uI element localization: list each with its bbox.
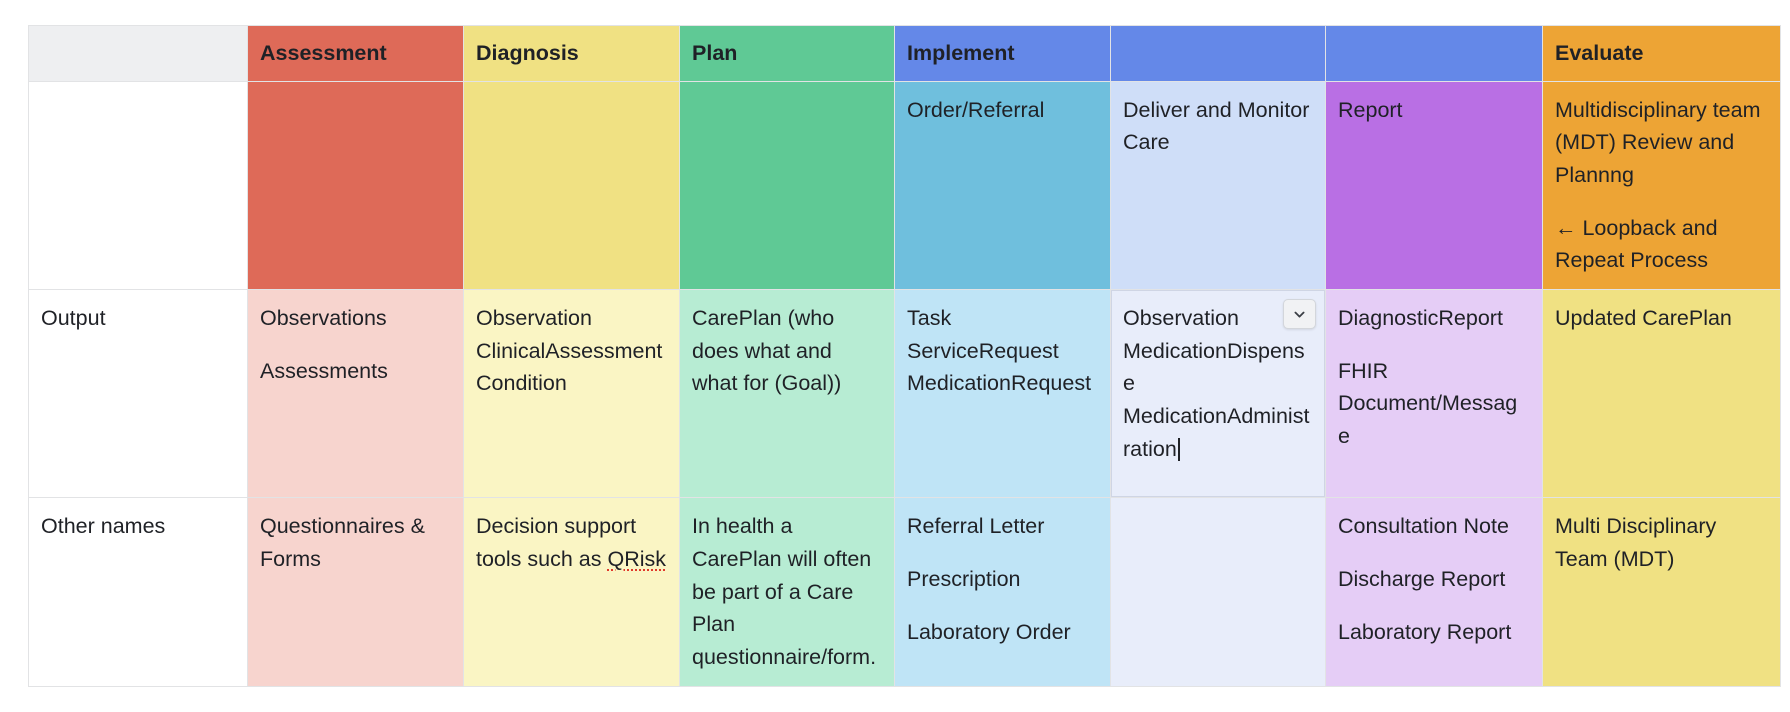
cell-content: In health a CarePlan will often be part … (692, 510, 881, 673)
phase-band-row: Order/Referral Deliver and Monitor Care Re… (28, 80, 1781, 291)
column-header-label: Evaluate (1555, 41, 1644, 65)
phase-band-cell-assessment[interactable] (247, 80, 464, 291)
cell-diagnosis[interactable]: Observation ClinicalAssessment Condition (463, 289, 680, 499)
phase-band-cell-implement[interactable]: Order/Referral (894, 80, 1111, 291)
cell-paragraph: Assessments (260, 358, 388, 383)
cell-paragraph: Updated CarePlan (1555, 306, 1732, 331)
cell-diagnosis[interactable]: Decision support tools such as QRisk (463, 497, 680, 687)
cell-content: Order/Referral (907, 94, 1097, 127)
cell-content: Multidisciplinary team (MDT) Review and … (1555, 94, 1767, 277)
cell-content: Observation MedicationDispense Medicatio… (1123, 299, 1316, 465)
cell-paragraph: CarePlan (who does what and what for (Go… (692, 306, 842, 396)
cell-deliver[interactable] (1110, 497, 1326, 687)
cell-paragraph: Multi Disciplinary Team (MDT) (1555, 514, 1717, 572)
column-header-plan[interactable]: Plan (679, 25, 895, 82)
phase-band-cell-plan[interactable] (679, 80, 895, 291)
cell-paragraph: Decision support tools such as QRisk (476, 514, 666, 572)
phase-band-cell-evaluate[interactable]: Multidisciplinary team (MDT) Review and … (1542, 80, 1781, 291)
column-header-assessment[interactable]: Assessment (247, 25, 464, 82)
cell-content: Observation ClinicalAssessment Condition (476, 302, 666, 400)
cell-content: Report (1338, 94, 1529, 127)
cell-assessment[interactable]: Questionnaires & Forms (247, 497, 464, 687)
column-header-deliver-blank[interactable] (1110, 25, 1326, 82)
column-header-rowlabel-blank[interactable] (28, 25, 248, 82)
cell-paragraph: Report (1338, 97, 1403, 122)
cell-plan[interactable]: CarePlan (who does what and what for (Go… (679, 289, 895, 499)
cell-content: CarePlan (who does what and what for (Go… (692, 302, 881, 400)
column-header-label: Assessment (260, 41, 387, 65)
phase-band-cell-diagnosis[interactable] (463, 80, 680, 291)
cell-paragraph: Questionnaires & Forms (260, 514, 425, 572)
phase-band-cell-rowlabel[interactable] (28, 80, 248, 291)
row-label-cell[interactable]: Other names (28, 497, 248, 687)
cell-paragraph: Laboratory Order (907, 619, 1071, 644)
chevron-down-icon[interactable] (1283, 299, 1316, 330)
column-header-report-blank[interactable] (1325, 25, 1543, 82)
column-header-diagnosis[interactable]: Diagnosis (463, 25, 680, 82)
table-row: Other names Questionnaires & Forms Decisio… (28, 497, 1781, 687)
cell-content: Deliver and Monitor Care (1123, 94, 1312, 159)
cell-paragraph: Task ServiceRequest MedicationRequest (907, 306, 1092, 396)
row-label-cell[interactable]: Output (28, 289, 248, 499)
column-header-implement[interactable]: Implement (894, 25, 1111, 82)
cell-paragraph: Order/Referral (907, 97, 1045, 122)
row-label: Other names (41, 514, 166, 539)
cell-paragraph: Consultation Note (1338, 514, 1509, 539)
table-header: Assessment Diagnosis Plan Implement Evaluate (28, 25, 1781, 82)
cell-deliver-editing[interactable]: Observation MedicationDispense Medicatio… (1110, 289, 1326, 499)
cell-paragraph: ← Loopback and Repeat Process (1555, 215, 1718, 273)
cell-paragraph: Multidisciplinary team (MDT) Review and … (1555, 97, 1761, 188)
cell-paragraph: Prescription (907, 567, 1021, 592)
cell-paragraph: Laboratory Report (1338, 619, 1512, 644)
column-header-label: Implement (907, 41, 1015, 65)
cell-paragraph: Observation MedicationDispense Medicatio… (1123, 306, 1310, 461)
column-header-label: Diagnosis (476, 41, 579, 65)
row-label: Output (41, 306, 106, 331)
column-header-label: Plan (692, 41, 738, 65)
column-header-evaluate[interactable]: Evaluate (1542, 25, 1781, 82)
cell-paragraph: Observation ClinicalAssessment Condition (476, 306, 663, 396)
cell-content: Multi Disciplinary Team (MDT) (1555, 510, 1767, 575)
cell-content: Decision support tools such as QRisk (476, 510, 666, 575)
phase-band-cell-report[interactable]: Report (1325, 80, 1543, 291)
cell-content: Updated CarePlan (1555, 302, 1767, 335)
cell-paragraph: FHIR Document/Message (1338, 358, 1518, 449)
cell-paragraph: In health a CarePlan will often be part … (692, 514, 877, 670)
cell-paragraph: DiagnosticReport (1338, 306, 1503, 331)
phase-band-cell-deliver[interactable]: Deliver and Monitor Care (1110, 80, 1326, 291)
cell-content: Questionnaires & Forms (260, 510, 450, 575)
text-cursor (1177, 437, 1180, 461)
cell-implement[interactable]: Task ServiceRequest MedicationRequest (894, 289, 1111, 499)
cell-paragraph: Observations (260, 306, 387, 331)
cell-paragraph: Discharge Report (1338, 567, 1506, 592)
cell-evaluate[interactable]: Updated CarePlan (1542, 289, 1781, 499)
cell-plan[interactable]: In health a CarePlan will often be part … (679, 497, 895, 687)
spellcheck-error[interactable]: QRisk (607, 547, 666, 572)
header-row: Assessment Diagnosis Plan Implement Evaluate (28, 25, 1781, 82)
cell-paragraph: Referral Letter (907, 514, 1045, 539)
cell-content: Task ServiceRequest MedicationRequest (907, 302, 1097, 400)
cell-evaluate[interactable]: Multi Disciplinary Team (MDT) (1542, 497, 1781, 687)
cell-paragraph: Deliver and Monitor Care (1123, 97, 1310, 155)
process-matrix-table: Assessment Diagnosis Plan Implement Evaluate… (28, 25, 1781, 687)
